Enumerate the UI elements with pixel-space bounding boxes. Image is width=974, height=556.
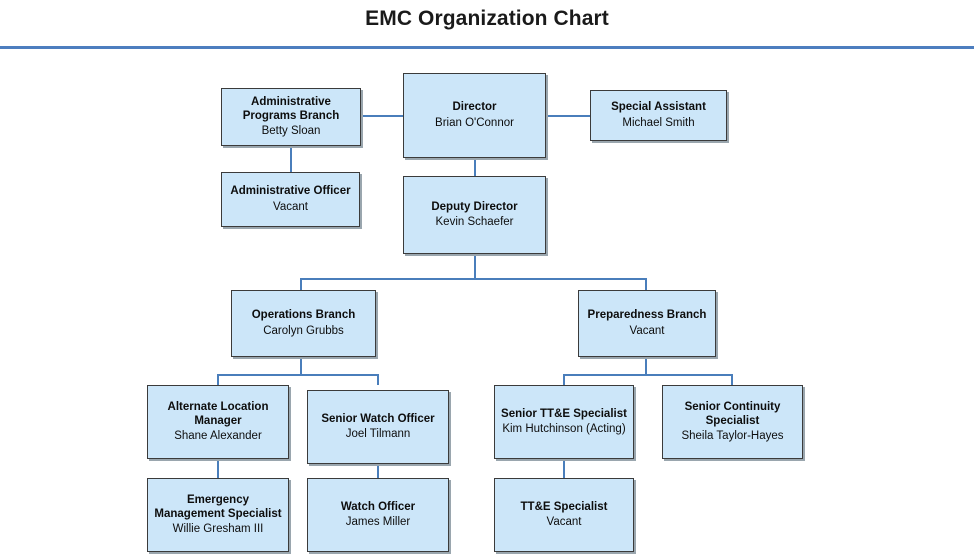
node-person: James Miller [345,516,411,529]
connector-bus-to-operations-branch [300,278,302,290]
connector-admin-programs-to-admin-officer [290,145,292,172]
connector-bus-to-senior-tte-specialist [563,374,565,385]
node-watch-officer[interactable]: Watch Officer James Miller [307,478,449,552]
node-special-assistant[interactable]: Special Assistant Michael Smith [590,90,727,141]
node-operations-branch[interactable]: Operations Branch Carolyn Grubbs [231,290,376,357]
node-role: Administrative Officer [230,185,351,198]
node-role: Senior Continuity Specialist [684,401,781,427]
node-person: Shane Alexander [174,430,262,442]
node-person: Michael Smith [622,116,695,129]
node-director[interactable]: Director Brian O'Connor [403,73,546,158]
node-role: Watch Officer [340,500,416,513]
node-person: Vacant [629,324,665,337]
node-role: TT&E Specialist [520,500,608,513]
connector-operations-children-bus [217,374,379,376]
node-role: Senior TT&E Specialist [501,407,627,420]
page-title: EMC Organization Chart [365,7,609,30]
node-senior-continuity-specialist[interactable]: Senior Continuity Specialist Sheila Tayl… [662,385,803,459]
connector-bus-to-senior-watch-officer [377,374,379,385]
connector-preparedness-branch-stem [645,357,647,375]
connector-bus-to-alternate-location-manager [217,374,219,385]
node-role: Administrative Programs Branch [242,96,340,122]
node-tte-specialist[interactable]: TT&E Specialist Vacant [494,478,634,552]
node-role: Preparedness Branch [587,309,707,322]
node-role: Senior Watch Officer [321,412,435,425]
node-person: Willie Gresham III [172,523,264,535]
node-role: Alternate Location Manager [167,401,269,427]
connector-director-to-deputy-director [474,157,476,176]
node-person: Carolyn Grubbs [263,324,344,337]
node-person: Betty Sloan [261,125,321,137]
connector-alt-location-to-emergency-mgmt [217,459,219,478]
connector-senior-tte-to-tte-specialist [563,459,565,478]
connector-director-to-admin-programs [361,115,403,117]
node-role: Emergency Management Specialist [154,494,282,520]
node-deputy-director[interactable]: Deputy Director Kevin Schaefer [403,176,546,254]
node-person: Joel Tilmann [345,428,411,441]
node-role: Director [452,101,497,114]
node-role: Special Assistant [611,101,706,114]
node-person: Brian O'Connor [435,116,514,129]
node-senior-tte-specialist[interactable]: Senior TT&E Specialist Kim Hutchinson (A… [494,385,634,459]
node-emergency-management-specialist[interactable]: Emergency Management Specialist Willie G… [147,478,289,552]
connector-senior-watch-to-watch-officer [377,464,379,478]
connector-deputy-director-stem [474,254,476,279]
header-divider [0,46,974,49]
node-role: Deputy Director [431,200,518,213]
node-person: Kim Hutchinson (Acting) [502,423,626,436]
node-senior-watch-officer[interactable]: Senior Watch Officer Joel Tilmann [307,390,449,464]
connector-bus-to-preparedness-branch [645,278,647,290]
connector-operations-branch-stem [300,357,302,375]
connector-preparedness-children-bus [563,374,732,376]
node-person: Sheila Taylor-Hayes [681,430,784,442]
connector-bus-to-senior-continuity-specialist [731,374,733,385]
node-role: Operations Branch [251,309,356,322]
node-administrative-officer[interactable]: Administrative Officer Vacant [221,172,360,227]
node-alternate-location-manager[interactable]: Alternate Location Manager Shane Alexand… [147,385,289,459]
connector-branch-bus [300,278,647,280]
node-person: Kevin Schaefer [435,216,514,229]
node-person: Vacant [273,200,308,213]
node-preparedness-branch[interactable]: Preparedness Branch Vacant [578,290,716,357]
node-person: Vacant [546,516,582,529]
node-admin-programs-branch[interactable]: Administrative Programs Branch Betty Slo… [221,88,361,146]
connector-director-to-special-assistant [546,115,590,117]
